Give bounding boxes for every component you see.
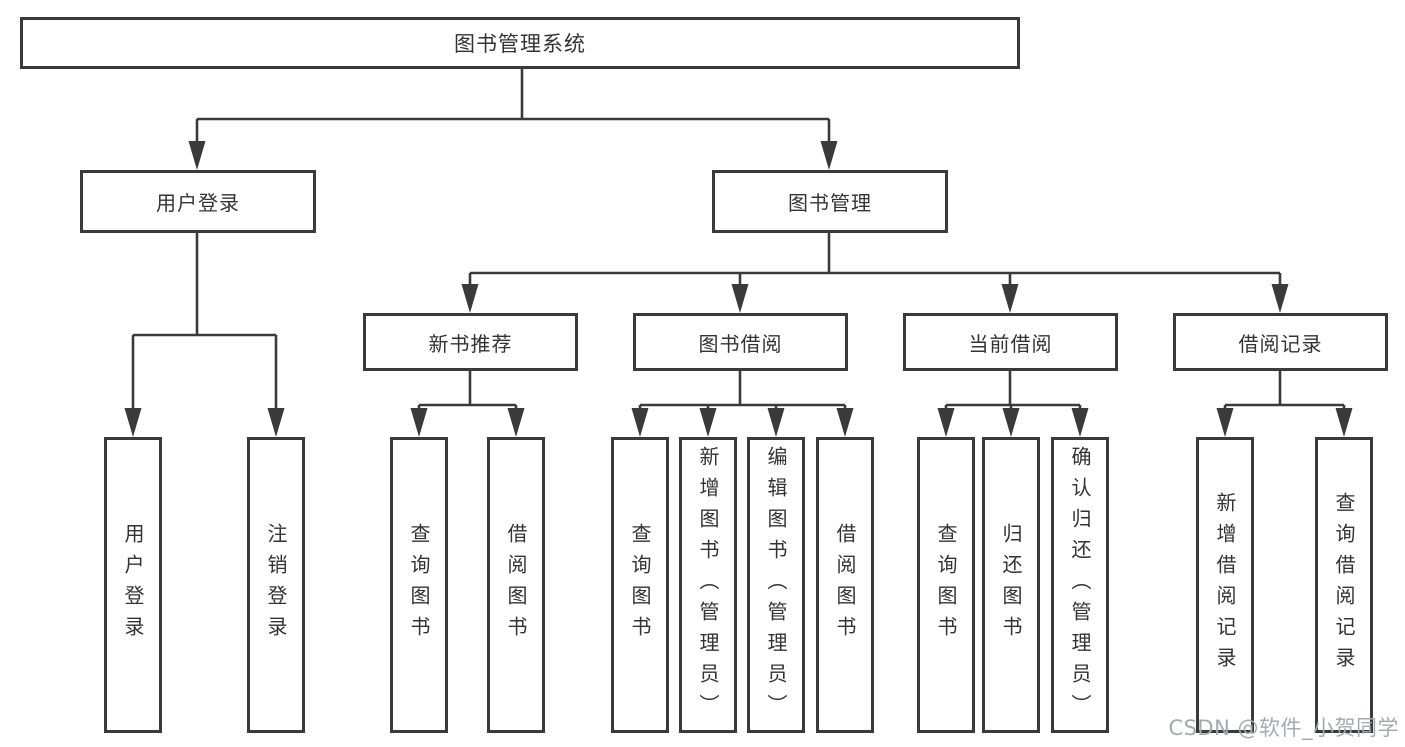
node-library-system-label: 图书管理系统	[454, 32, 586, 56]
leaf-confirm-return-admin-label: 确认归还（管理员）	[1068, 445, 1092, 725]
leaf-borrow-books-1-label: 借阅图书	[504, 523, 528, 647]
leaf-add-book-admin-label: 新增图书（管理员）	[696, 445, 720, 725]
leaf-logout-label: 注销登录	[264, 523, 288, 647]
node-new-book-recommend-label: 新书推荐	[428, 331, 513, 356]
node-borrowing-records: 借阅记录	[1173, 313, 1388, 371]
node-book-borrowing: 图书借阅	[633, 313, 848, 371]
leaf-user-login-label: 用户登录	[121, 523, 145, 647]
leaf-query-books-1-label: 查询图书	[407, 523, 431, 647]
leaf-user-login: 用户登录	[104, 437, 162, 733]
leaf-query-books-2: 查询图书	[611, 437, 669, 733]
node-new-book-recommend: 新书推荐	[363, 313, 578, 371]
leaf-borrow-books-1: 借阅图书	[487, 437, 545, 733]
leaf-query-borrow-record: 查询借阅记录	[1315, 437, 1373, 733]
csdn-watermark: CSDN @软件_小贺同学	[1168, 716, 1399, 740]
leaf-query-borrow-record-label: 查询借阅记录	[1332, 492, 1356, 678]
node-current-borrowing: 当前借阅	[903, 313, 1118, 371]
leaf-add-book-admin: 新增图书（管理员）	[679, 437, 737, 733]
node-book-borrowing-label: 图书借阅	[698, 331, 783, 356]
leaf-confirm-return-admin: 确认归还（管理员）	[1051, 437, 1109, 733]
leaf-add-borrow-record: 新增借阅记录	[1196, 437, 1254, 733]
node-book-management-label: 图书管理	[788, 191, 872, 215]
leaf-logout: 注销登录	[247, 437, 305, 733]
leaf-query-books-2-label: 查询图书	[628, 523, 652, 647]
leaf-return-book-label: 归还图书	[999, 523, 1023, 647]
node-user-login-label: 用户登录	[156, 191, 240, 215]
node-current-borrowing-label: 当前借阅	[968, 331, 1053, 356]
leaf-edit-book-admin-label: 编辑图书（管理员）	[764, 445, 788, 725]
arrowheads	[124, 141, 1353, 437]
leaf-query-books-3: 查询图书	[917, 437, 975, 733]
leaf-borrow-books-2-label: 借阅图书	[833, 523, 857, 647]
tree-edges	[131, 69, 1346, 410]
node-borrowing-records-label: 借阅记录	[1238, 331, 1323, 356]
node-book-management: 图书管理	[712, 170, 948, 233]
leaf-add-borrow-record-label: 新增借阅记录	[1213, 492, 1237, 678]
leaf-borrow-books-2: 借阅图书	[816, 437, 874, 733]
leaf-query-books-3-label: 查询图书	[934, 523, 958, 647]
node-user-login: 用户登录	[80, 170, 316, 233]
node-library-system: 图书管理系统	[20, 17, 1020, 69]
leaf-query-books-1: 查询图书	[390, 437, 448, 733]
leaf-return-book: 归还图书	[982, 437, 1040, 733]
leaf-edit-book-admin: 编辑图书（管理员）	[747, 437, 805, 733]
